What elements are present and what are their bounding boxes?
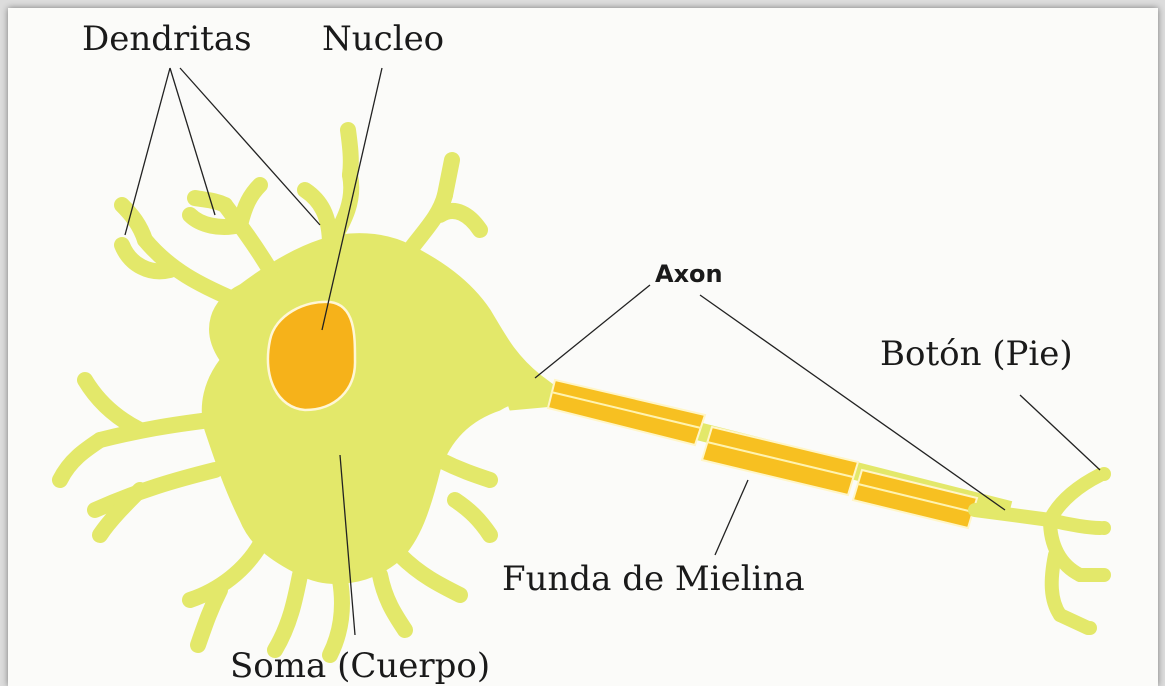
- label-nucleus: Nucleo: [322, 19, 444, 59]
- neuron-diagram: Dendritas Nucleo Axon Botón (Pie) Funda …: [8, 8, 1158, 686]
- myelin-segment-1: [548, 380, 705, 445]
- myelin-segment-2: [702, 427, 858, 495]
- label-soma: Soma (Cuerpo): [230, 646, 490, 686]
- soma-shape: [202, 234, 560, 584]
- myelin-sheath: [548, 380, 977, 528]
- label-terminal: Botón (Pie): [880, 334, 1073, 374]
- label-axon: Axon: [655, 260, 723, 288]
- label-myelin: Funda de Mielina: [502, 559, 805, 599]
- nucleus-shape: [268, 302, 355, 410]
- diagram-frame: Dendritas Nucleo Axon Botón (Pie) Funda …: [8, 8, 1158, 686]
- label-dendrites: Dendritas: [82, 19, 252, 59]
